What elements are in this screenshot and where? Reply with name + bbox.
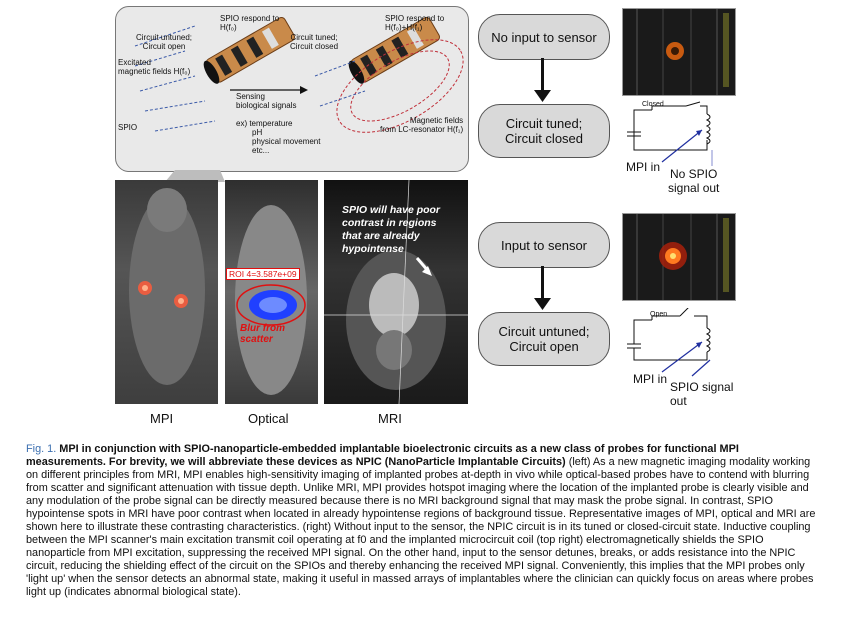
circuit-top-switch: Closed [642, 101, 664, 108]
figure-number: Fig. 1. [26, 443, 57, 455]
image-title-optical: Optical [248, 411, 289, 426]
mpi-thumb-top [622, 8, 736, 96]
roi-label: ROI 4=3.587e+09 [226, 268, 300, 280]
figure-caption: Fig. 1. MPI in conjunction with SPIO-nan… [26, 443, 820, 599]
optical-image [225, 180, 318, 404]
callout-connector [165, 170, 225, 182]
caption-bold: MPI in conjunction with SPIO-nanoparticl… [26, 443, 739, 468]
caption-body: (left) As a new magnetic imaging modalit… [26, 456, 816, 598]
circuit-bottom-switch: Open [650, 311, 668, 318]
box-circuit-untuned: Circuit untuned;Circuit open [478, 312, 610, 366]
label-spio: SPIO [118, 123, 138, 132]
image-title-mri: MRI [378, 411, 402, 426]
mpi-thumb-bottom [622, 213, 736, 301]
arrow-1-head [534, 90, 551, 102]
mpi-image [115, 180, 218, 404]
box-input: Input to sensor [478, 222, 610, 268]
image-title-mpi: MPI [150, 411, 174, 426]
circuit-bottom [627, 308, 711, 377]
box-circuit-tuned: Circuit tuned;Circuit closed [478, 104, 610, 158]
label-circuit-untuned: Circuit untuned;Circuit open [136, 33, 193, 51]
label-circuit-tuned: Circuit tuned;Circuit closed [290, 33, 339, 51]
arrow-1 [541, 58, 544, 92]
mri-image [324, 180, 468, 404]
arrow-2-head [534, 298, 551, 310]
circuit-top-mpi-in: MPI in [626, 160, 661, 174]
circuit-bottom-mpi-in: MPI in [633, 372, 668, 386]
schematic-drawing [134, 16, 464, 133]
box-no-input: No input to sensor [478, 14, 610, 60]
arrow-2 [541, 266, 544, 300]
circuit-top [627, 101, 713, 166]
